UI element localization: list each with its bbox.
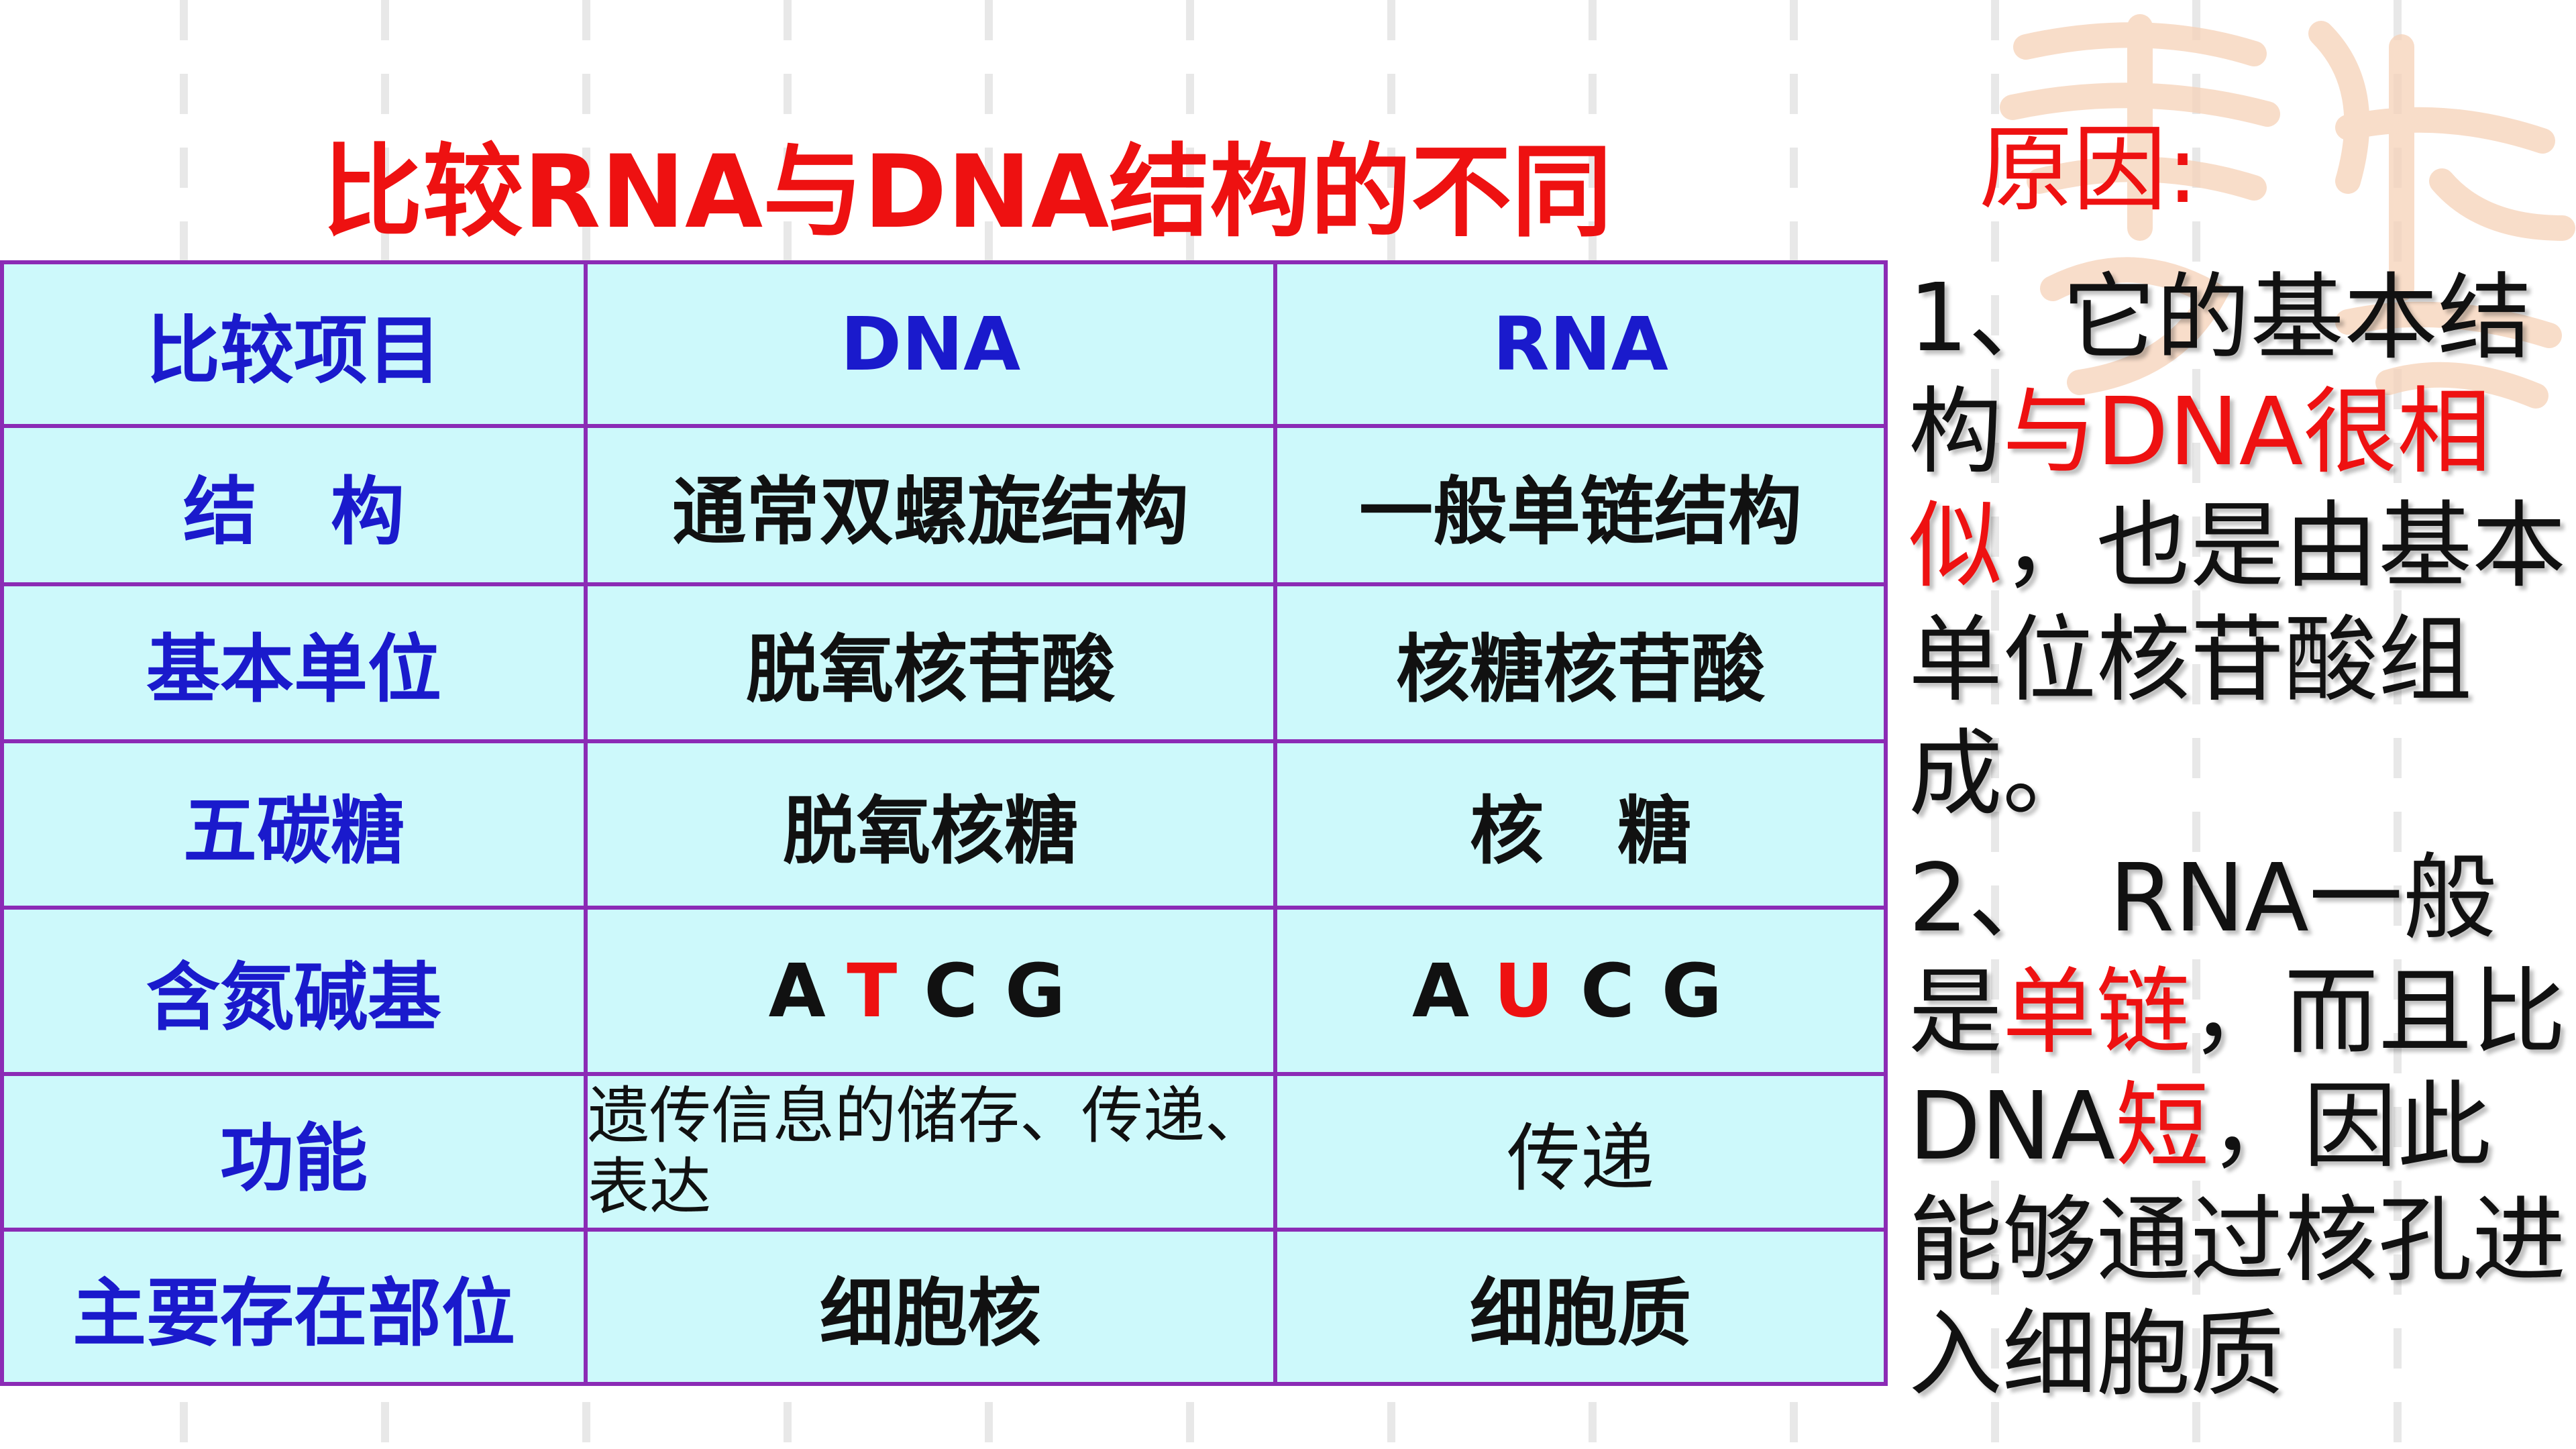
reason-2-middle: ，而且比DNA (1909, 958, 2567, 1181)
base-t: T (847, 948, 924, 1034)
row-label-bases: 含氮碱基 (0, 906, 588, 1076)
row-label-pentose: 五碳糖 (0, 739, 588, 910)
base-a: A (1411, 948, 1494, 1034)
row-label-function: 功能 (0, 1072, 588, 1232)
table-row: 含氮碱基 ATCG AUCG (0, 906, 1888, 1076)
cell-rna-structure: 一般单链结构 (1273, 424, 1888, 586)
decorative-watermark (2000, 14, 2575, 409)
cell-dna-bases: ATCG (584, 906, 1277, 1076)
row-label-structure: 结 构 (0, 424, 588, 586)
row-label-location: 主要存在部位 (0, 1228, 588, 1386)
base-g: G (1661, 948, 1750, 1034)
reason-1: 1、它的基本结构与DNA很相似，也是由基本单位核苷酸组成。 (1909, 262, 2573, 832)
cell-rna-pentose: 核 糖 (1273, 739, 1888, 910)
header-cell-dna: DNA (584, 260, 1277, 428)
reason-1-highlight: 与DNA很相似 (1909, 378, 2491, 601)
base-a: A (768, 948, 847, 1034)
cell-rna-basic-unit: 核糖核苷酸 (1273, 582, 1888, 743)
reason-2-suffix: ，因此能够通过核孔进入细胞质 (1909, 1072, 2567, 1409)
rna-bases: AUCG (1412, 948, 1749, 1034)
table-header-row: 比较项目 DNA RNA (0, 260, 1888, 428)
cell-rna-bases: AUCG (1273, 906, 1888, 1076)
cell-rna-location: 细胞质 (1273, 1228, 1888, 1386)
table-row: 功能 遗传信息的储存、传递、表达 传递 (0, 1072, 1888, 1232)
reason-2: 2、 RNA一般是单链，而且比DNA短，因此能够通过核孔进入细胞质 (1909, 842, 2573, 1412)
table-row: 结 构 通常双螺旋结构 一般单链结构 (0, 424, 1888, 586)
reason-2-highlight-single-strand: 单链 (2002, 958, 2191, 1067)
cell-dna-function: 遗传信息的储存、传递、表达 (584, 1072, 1277, 1232)
cell-dna-basic-unit: 脱氧核苷酸 (584, 582, 1277, 743)
cell-rna-function: 传递 (1273, 1072, 1888, 1232)
cell-dna-location: 细胞核 (584, 1228, 1277, 1386)
reason-1-prefix: 1、它的基本结构 (1909, 264, 2532, 487)
header-cell-rna: RNA (1273, 260, 1888, 428)
header-cell-item: 比较项目 (0, 260, 588, 428)
comparison-table: 比较项目 DNA RNA 结 构 通常双螺旋结构 一般单链结构 基本单位 脱氧核… (0, 260, 1888, 1386)
reason-heading: 原因: (1979, 115, 2199, 225)
base-c: C (1580, 948, 1662, 1034)
base-u: U (1493, 948, 1581, 1034)
table-row: 基本单位 脱氧核苷酸 核糖核苷酸 (0, 582, 1888, 743)
page-title: 比较RNA与DNA结构的不同 (322, 134, 1613, 251)
table-row: 五碳糖 脱氧核糖 核 糖 (0, 739, 1888, 910)
reason-2-prefix: 2、 RNA一般是 (1909, 844, 2497, 1067)
table-row: 主要存在部位 细胞核 细胞质 (0, 1228, 1888, 1386)
reason-2-highlight-short: 短 (2115, 1072, 2210, 1181)
dna-bases: ATCG (769, 948, 1093, 1034)
cell-dna-pentose: 脱氧核糖 (584, 739, 1277, 910)
cell-dna-structure: 通常双螺旋结构 (584, 424, 1277, 586)
reason-1-suffix: ，也是由基本单位核苷酸组成。 (1909, 492, 2567, 829)
base-g: G (1005, 948, 1093, 1034)
row-label-basic-unit: 基本单位 (0, 582, 588, 743)
base-c: C (924, 948, 1006, 1034)
